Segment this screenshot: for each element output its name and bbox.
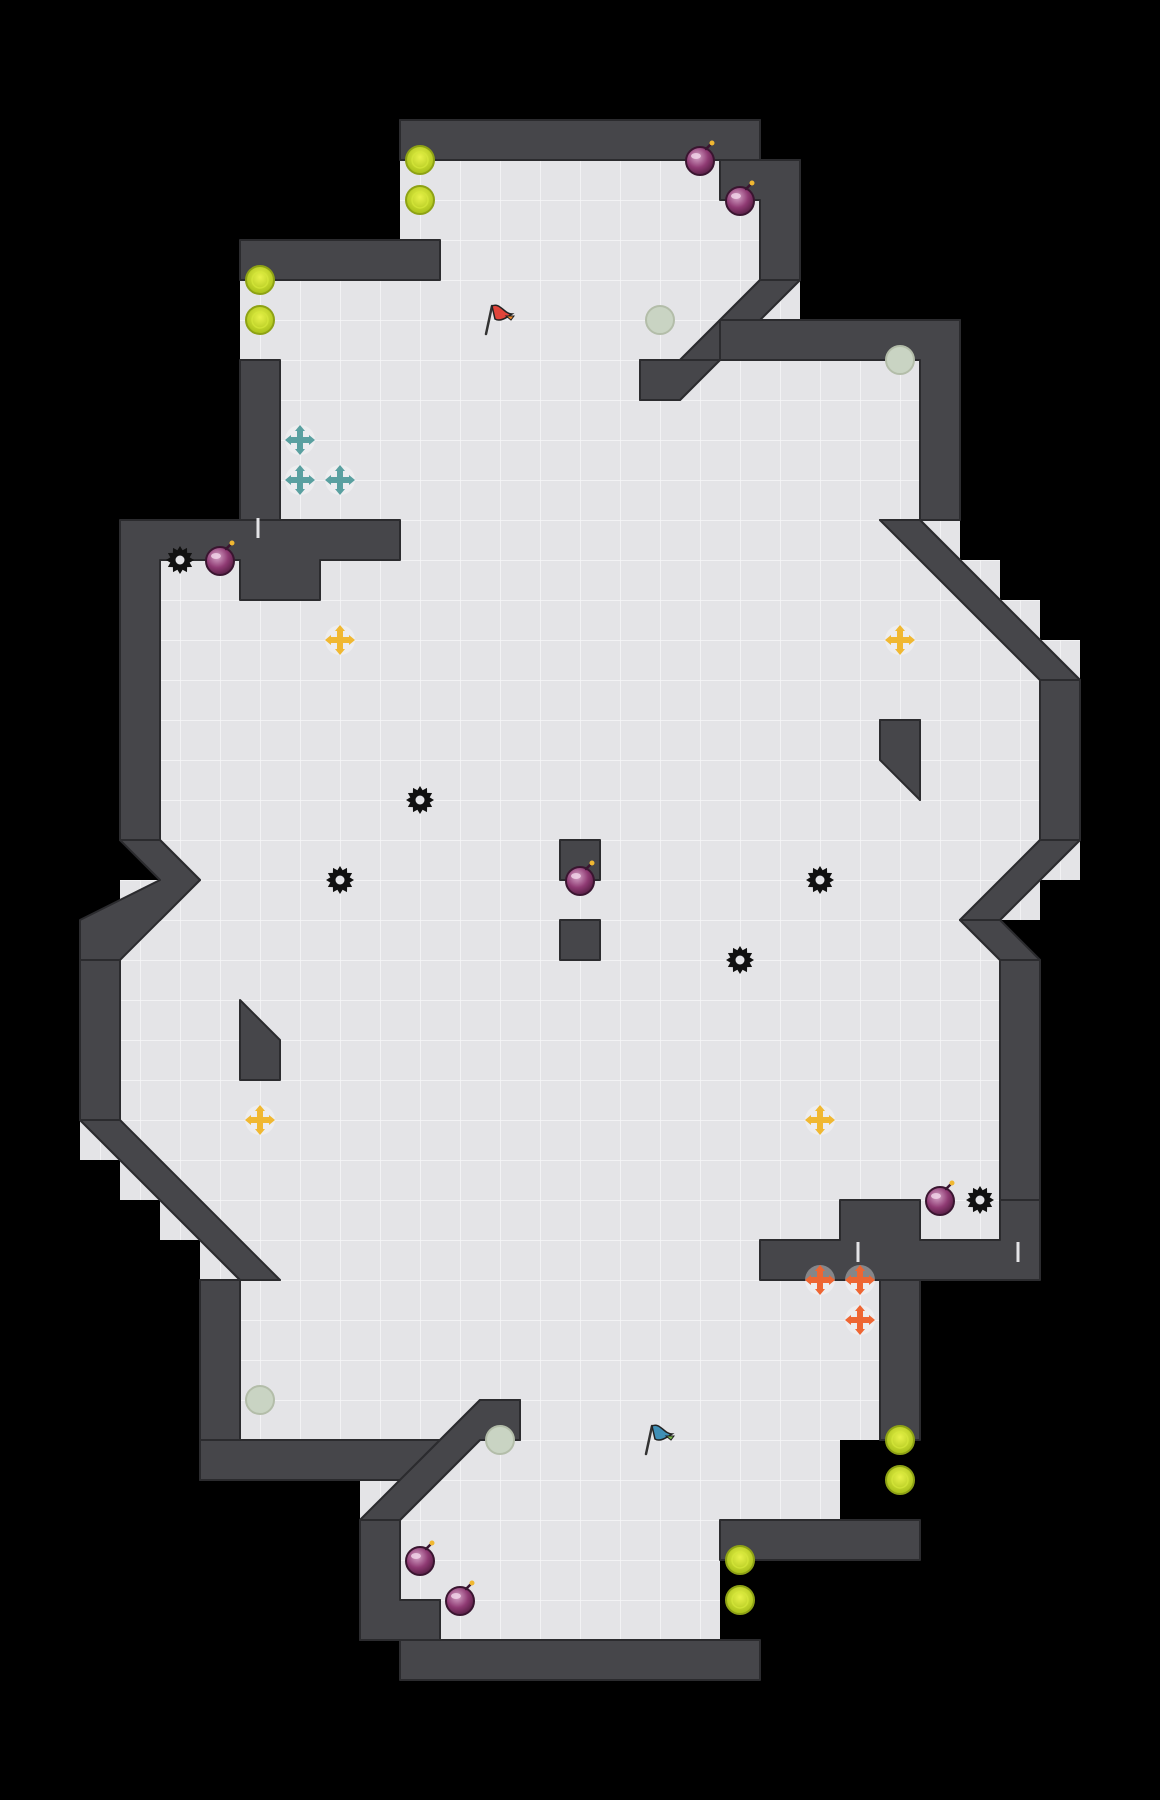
boost-pad xyxy=(725,1545,755,1575)
spike-icon xyxy=(406,786,434,814)
spike-icon xyxy=(966,1186,994,1214)
powerup-yellow-icon xyxy=(805,1105,835,1135)
bomb-icon xyxy=(405,1540,435,1576)
powerup-yellow-icon xyxy=(325,625,355,655)
red-flag-icon xyxy=(484,304,515,336)
powerup-orange-icon xyxy=(845,1305,875,1335)
powerup-teal-icon xyxy=(285,425,315,455)
bomb-icon xyxy=(565,860,595,896)
diagonal-block-left xyxy=(239,999,281,1081)
bomb-icon xyxy=(725,180,755,216)
powerup-teal-icon xyxy=(285,465,315,495)
powerup-yellow-icon xyxy=(885,625,915,655)
neutral-button xyxy=(645,305,675,335)
powerup-yellow-icon xyxy=(245,1105,275,1135)
boost-pad xyxy=(725,1585,755,1615)
powerup-orange-icon xyxy=(805,1265,835,1295)
boost-pad xyxy=(245,265,275,295)
center-block-bottom xyxy=(559,919,601,961)
powerup-teal-icon xyxy=(325,465,355,495)
boost-pad xyxy=(245,305,275,335)
bomb-icon xyxy=(445,1580,475,1616)
wall-bottom xyxy=(399,1639,761,1681)
boost-pad xyxy=(885,1425,915,1455)
spike-icon xyxy=(726,946,754,974)
spike-icon xyxy=(326,866,354,894)
bomb-icon xyxy=(685,140,715,176)
powerup-orange-icon xyxy=(845,1265,875,1295)
neutral-button xyxy=(885,345,915,375)
bomb-icon xyxy=(205,540,235,576)
boost-pad xyxy=(405,145,435,175)
walls xyxy=(79,119,1081,1681)
boost-pad xyxy=(885,1465,915,1495)
bomb-icon xyxy=(925,1180,955,1216)
neutral-button xyxy=(485,1425,515,1455)
spike-icon xyxy=(806,866,834,894)
neutral-button xyxy=(245,1385,275,1415)
blue-flag-icon xyxy=(644,1424,675,1456)
boost-pad xyxy=(405,185,435,215)
spike-icon xyxy=(166,546,194,574)
